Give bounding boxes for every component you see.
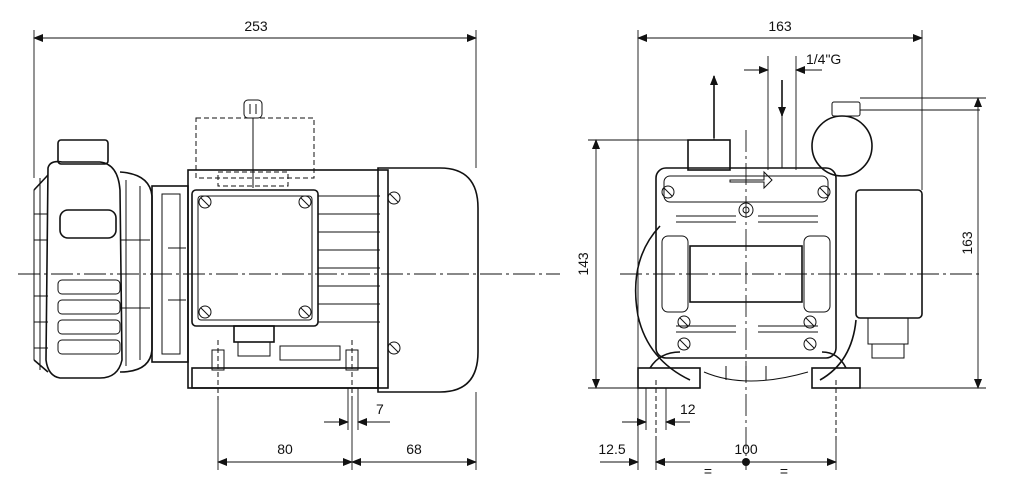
dim-overall-length: 253: [244, 18, 268, 34]
motor-end-cap: [377, 167, 479, 393]
dim-height-right: 163: [959, 231, 975, 255]
side-view: [18, 99, 560, 400]
dim-foot-offset: 12.5: [598, 441, 625, 457]
equal-sign-left: =: [704, 463, 712, 479]
dim-height-left: 143: [575, 252, 591, 276]
dim-foot-left: 80: [277, 441, 293, 457]
dim-overall-width: 163: [768, 18, 792, 34]
dim-slot-front: 12: [680, 401, 696, 417]
outlet-pipe: [811, 97, 980, 177]
alt-terminal-box: [195, 99, 315, 188]
motor-body: [187, 169, 401, 389]
front-view: [620, 97, 980, 470]
center-dot: [742, 458, 750, 466]
dim-foot-spacing: 100: [734, 441, 758, 457]
dim-slot-small: 7: [376, 401, 384, 417]
pump-body-front: [655, 167, 837, 359]
front-view-dimensions: 163 1/4"G 163 143 12 12.5: [575, 18, 986, 479]
inlet-fitting: [687, 120, 731, 171]
dim-thread: 1/4"G: [806, 51, 841, 67]
terminal-box-side: [855, 189, 923, 359]
pump-head: [33, 139, 153, 379]
dim-foot-right: 68: [406, 441, 422, 457]
front-feet: [637, 351, 861, 389]
equal-sign-right: =: [780, 463, 788, 479]
side-view-dimensions: 253 80 68 7: [33, 18, 477, 470]
terminal-box: [191, 189, 319, 357]
base-feet: [191, 345, 379, 389]
